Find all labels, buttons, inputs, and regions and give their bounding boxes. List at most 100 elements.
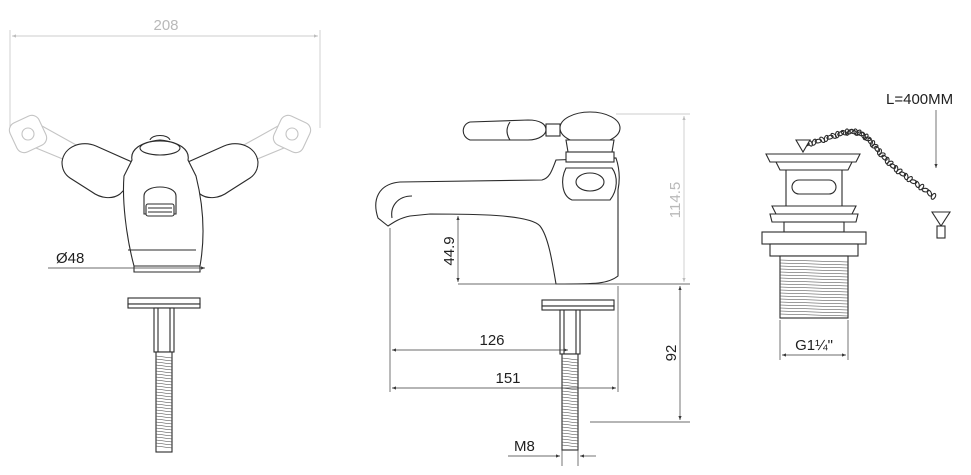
thread-line — [779, 313, 849, 317]
thread-line — [561, 426, 579, 430]
chain-link — [819, 136, 826, 144]
thread-line — [561, 435, 579, 439]
thread-line — [561, 366, 579, 370]
side-view: 114.5 44.9 92 126 151 M8 — [375, 111, 690, 466]
thread-line — [561, 399, 579, 403]
chain-link — [855, 129, 862, 136]
top-cap — [139, 140, 181, 156]
thread-line — [561, 405, 579, 409]
lever-handle-side — [462, 119, 547, 141]
thread-line — [155, 424, 173, 428]
thread-line — [561, 417, 579, 421]
plug-chain — [802, 128, 937, 200]
thread-line — [779, 298, 849, 302]
handle-collar — [545, 123, 561, 137]
thread-line — [561, 441, 579, 445]
front-view: 208 Ø48 — [8, 17, 321, 453]
thread-line — [779, 265, 849, 269]
thread-line — [155, 388, 173, 392]
thread-line — [779, 268, 849, 272]
thread-line — [155, 445, 173, 449]
thread-line — [155, 442, 173, 446]
thread-line — [779, 304, 849, 308]
chain-link — [909, 179, 918, 185]
thread-line — [561, 414, 579, 418]
thread-line — [155, 406, 173, 410]
thread-line — [155, 361, 173, 365]
headwork-top — [559, 111, 621, 145]
thread-line — [561, 378, 579, 382]
thread-line — [155, 397, 173, 401]
thread-line — [155, 370, 173, 374]
base-diameter-label: Ø48 — [56, 250, 84, 267]
spout-body-side — [375, 157, 620, 285]
thread-line — [561, 381, 579, 385]
backnut-washer — [127, 297, 201, 305]
chain-link — [914, 180, 920, 189]
thread-line — [561, 360, 579, 364]
thread-line — [155, 409, 173, 413]
thread-line — [155, 385, 173, 389]
thread-line — [779, 301, 849, 305]
thread-line — [155, 418, 173, 422]
thread-line — [155, 400, 173, 404]
thread-line — [155, 391, 173, 395]
chain-length-label: L=400MM — [886, 91, 953, 108]
spout-height-label: 44.9 — [441, 236, 458, 265]
thread-line — [155, 367, 173, 371]
thread-line — [779, 277, 849, 281]
overflow-slot — [791, 179, 837, 195]
thread-line — [779, 262, 849, 266]
thread-line — [155, 421, 173, 425]
thread-line — [561, 444, 579, 448]
chain-link — [886, 160, 894, 166]
thread-line — [155, 394, 173, 398]
chain-link — [889, 163, 897, 169]
thread-line — [155, 382, 173, 386]
thread-line — [561, 390, 579, 394]
chain-link — [814, 138, 823, 144]
waste-view: L=400MM G1¼" — [761, 91, 953, 360]
thread-line — [155, 412, 173, 416]
chain-link — [878, 152, 886, 158]
thread-line — [561, 393, 579, 397]
thread-line — [779, 310, 849, 314]
thread-line — [561, 357, 579, 361]
backnut-washer-side — [541, 299, 615, 307]
waste-plug-top — [765, 153, 861, 163]
spout-reach-label: 126 — [479, 332, 504, 349]
thread-line — [155, 373, 173, 377]
overall-depth-label: 151 — [495, 370, 520, 387]
thread-line — [155, 433, 173, 437]
chain-link — [867, 137, 873, 145]
thread-line — [561, 408, 579, 412]
chain-link — [826, 134, 834, 140]
thread-line — [779, 259, 849, 263]
thread-line — [779, 286, 849, 290]
thread-line — [779, 280, 849, 284]
thread-line — [155, 379, 173, 383]
thread-line — [779, 292, 849, 296]
chain-link — [844, 128, 850, 136]
thread-line — [155, 403, 173, 407]
thread-line — [155, 358, 173, 362]
thread-size-label: M8 — [514, 438, 535, 455]
chain-link — [862, 133, 869, 141]
chain-link — [926, 189, 933, 197]
thread-line — [561, 369, 579, 373]
thread-line — [779, 283, 849, 287]
chain-link — [881, 154, 888, 161]
thread-line — [561, 411, 579, 415]
thread-line — [155, 364, 173, 368]
overall-width-label: 208 — [153, 17, 178, 34]
shank-length-label: 92 — [663, 345, 680, 362]
thread-line — [779, 307, 849, 311]
waste-flange — [761, 231, 867, 245]
thread-line — [155, 439, 173, 443]
thread-line — [155, 427, 173, 431]
thread-line — [561, 420, 579, 424]
thread-line — [561, 402, 579, 406]
thread-line — [779, 289, 849, 293]
thread-line — [155, 376, 173, 380]
